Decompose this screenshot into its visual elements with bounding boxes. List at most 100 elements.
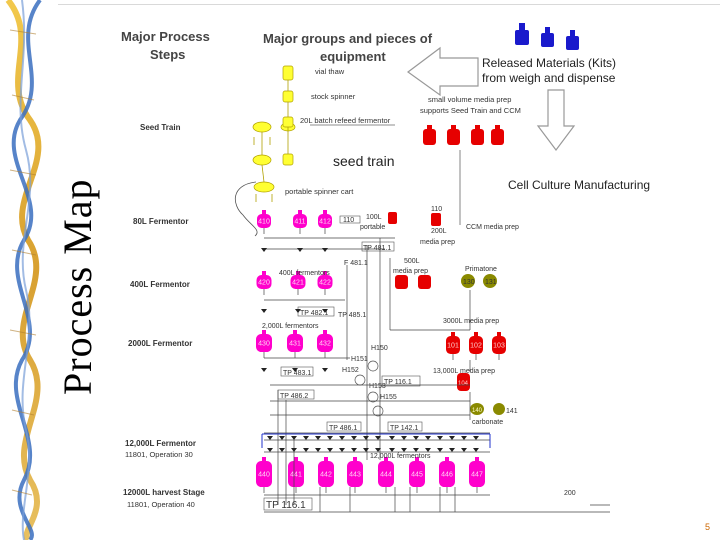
released-to-equipment-arrow xyxy=(406,46,479,97)
vessel-media-101 xyxy=(446,336,460,354)
released-materials-line2: from weigh and dispense xyxy=(482,71,616,85)
arrowhead-manifold-a-16 xyxy=(461,436,467,440)
vessel-media-103-neck xyxy=(497,332,501,337)
vessel-400l-421 xyxy=(290,275,306,289)
cell-culture-manufacturing-label: Cell Culture Manufacturing xyxy=(508,178,650,192)
arrowhead-feed-8 xyxy=(322,368,328,372)
stage-2000l-fermentor: 2000L Fermentor xyxy=(128,339,192,348)
arrowhead-manifold-a-10 xyxy=(389,436,395,440)
flow-arrowheads xyxy=(261,248,479,452)
label-400l-fermentors: 400L fermentors xyxy=(279,270,330,277)
arrowhead-manifold-a-12 xyxy=(413,436,419,440)
vessel-400l-420 xyxy=(256,275,272,289)
arrowhead-manifold-b-0 xyxy=(267,448,273,452)
arrowhead-manifold-b-12 xyxy=(413,448,419,452)
arrowhead-manifold-a-15 xyxy=(449,436,455,440)
arrowhead-manifold-b-9 xyxy=(375,448,381,452)
vessel-80l-411-neck xyxy=(298,210,302,215)
vessel-media-103-label: 103 xyxy=(493,343,505,350)
label-media-13000: 13,000L media prep xyxy=(433,368,495,375)
vessel-400l-421-neck xyxy=(296,271,300,276)
vessel-2000l-431 xyxy=(287,334,303,352)
vessel-12000l-440 xyxy=(256,461,272,487)
vessel-12000l-443-label: 443 xyxy=(349,472,361,479)
vessel-400l-422-label: 422 xyxy=(319,280,331,287)
label-tp483: TP 483.1 xyxy=(283,370,311,377)
steps-header-line2: Steps xyxy=(150,47,185,62)
label-100l: 100L xyxy=(366,214,382,221)
arrowhead-manifold-a-4 xyxy=(315,436,321,440)
media-500l-vessels xyxy=(395,275,431,289)
vessel-12000l-442-label: 442 xyxy=(320,472,332,479)
label-110-top: 110 xyxy=(343,217,354,224)
vessel-80l-412-label: 412 xyxy=(319,219,331,226)
label-portable: portable xyxy=(360,224,385,231)
label-12000l-fermentors: 12,000L fermentors xyxy=(370,453,431,460)
vessel-12000l-446 xyxy=(439,461,455,487)
vessel-media-103 xyxy=(492,336,506,354)
spinner-cart-loop xyxy=(235,181,258,237)
label-media-prep-200: media prep xyxy=(420,239,455,246)
vessel-12000l-443-neck xyxy=(353,457,357,462)
vessel-2000l-430-label: 430 xyxy=(258,341,270,348)
vessel-12000l-445-label: 445 xyxy=(411,472,423,479)
vessel-80l-411-label: 411 xyxy=(294,219,305,226)
label-141: 141 xyxy=(506,408,518,415)
vessel-80l-410 xyxy=(257,214,271,228)
arrowhead-manifold-b-11 xyxy=(401,448,407,452)
vessel-12000l-444 xyxy=(378,461,394,487)
label-110: 110 xyxy=(431,206,442,213)
stage-seed-train: Seed Train xyxy=(140,123,181,132)
label-131: 131 xyxy=(485,279,497,286)
vessel-12000l-440-label: 440 xyxy=(258,472,270,479)
arrowhead-manifold-a-13 xyxy=(425,436,431,440)
arrowhead-feed-5 xyxy=(322,309,328,313)
arrowhead-feed-2 xyxy=(322,248,328,252)
arrowhead-feed-0 xyxy=(261,248,267,252)
vessel-400l-422-neck xyxy=(323,271,327,276)
label-carbonate: carbonate xyxy=(472,419,503,426)
label-tp116: TP 116.1 xyxy=(384,379,412,386)
vessel-104 xyxy=(457,373,470,391)
arrowhead-manifold-b-13 xyxy=(425,448,431,452)
stage-12000l-fermentor: 12,000L Fermentor xyxy=(125,439,196,448)
label-portable-cart: portable spinner cart xyxy=(285,187,354,196)
arrowhead-manifold-b-16 xyxy=(461,448,467,452)
label-f481: F 481.1 xyxy=(344,260,368,267)
vessel-2000l-431-label: 431 xyxy=(289,341,301,348)
small-media-prep-vessels xyxy=(423,125,504,145)
label-tp482: TP 482.1 xyxy=(300,310,328,317)
arrowhead-manifold-a-14 xyxy=(437,436,443,440)
arrowhead-manifold-a-1 xyxy=(279,436,285,440)
stage-400l-fermentor: 400L Fermentor xyxy=(130,280,190,289)
arrowhead-manifold-b-1 xyxy=(279,448,285,452)
down-to-ccm-arrow xyxy=(536,89,576,151)
vessel-400l-420-label: 420 xyxy=(258,280,270,287)
arrowhead-manifold-b-2 xyxy=(291,448,297,452)
arrowhead-manifold-b-14 xyxy=(437,448,443,452)
vessel-12000l-446-neck xyxy=(445,457,449,462)
arrowhead-manifold-a-11 xyxy=(401,436,407,440)
label-batch-refeed: 20L batch refeed fermentor xyxy=(300,116,391,125)
vessel-12000l-447-label: 447 xyxy=(471,472,483,479)
released-materials-bottles xyxy=(515,23,579,50)
label-tp486-2: TP 486.2 xyxy=(280,393,308,400)
vessel-media-102-neck xyxy=(474,332,478,337)
top-rule xyxy=(58,4,720,5)
arrowhead-manifold-b-6 xyxy=(339,448,345,452)
vessel-80l-412 xyxy=(318,214,332,228)
vessel-12000l-441-neck xyxy=(294,457,298,462)
label-h150: H150 xyxy=(371,345,388,352)
arrowhead-manifold-a-6 xyxy=(339,436,345,440)
arrowhead-manifold-b-3 xyxy=(303,448,309,452)
heat-exchangers xyxy=(354,360,384,417)
arrowhead-manifold-a-0 xyxy=(267,436,273,440)
vessel-140 xyxy=(470,403,484,415)
piping-network xyxy=(264,237,610,513)
label-media-3000: 3000L media prep xyxy=(443,318,499,325)
label-200l: 200L xyxy=(431,228,447,235)
